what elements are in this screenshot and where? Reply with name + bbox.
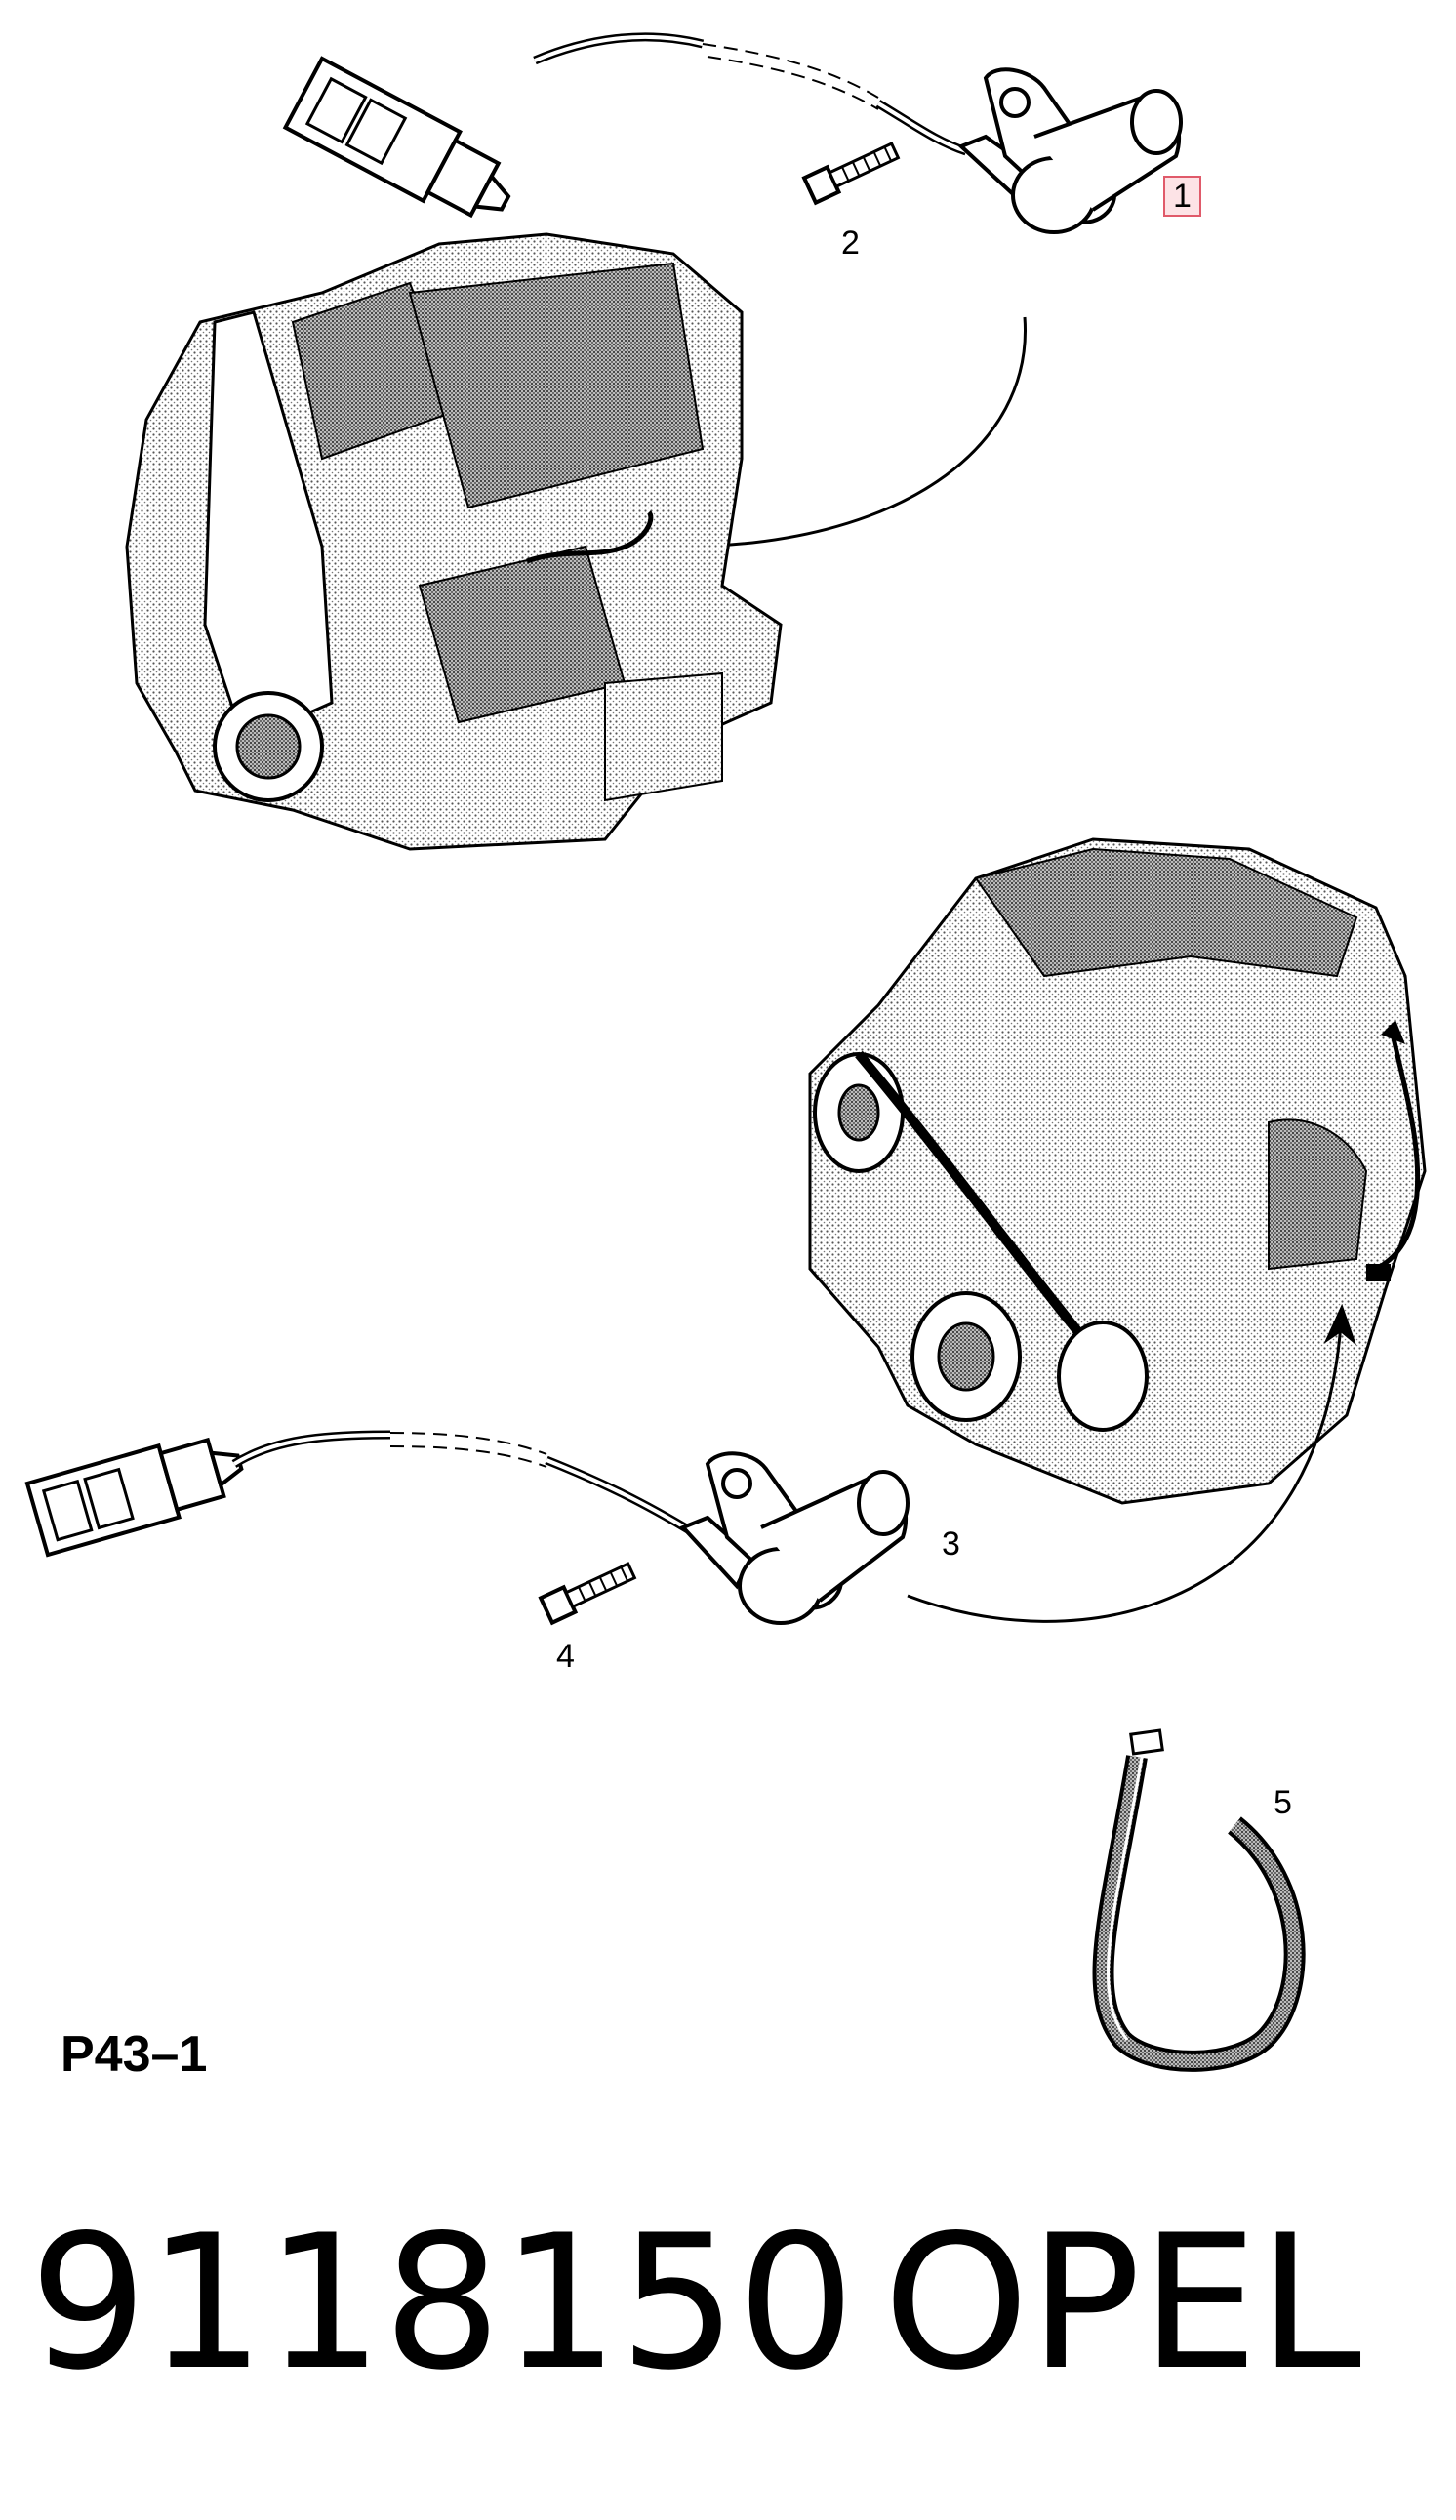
callout-3[interactable]: 3 <box>942 1525 960 1563</box>
connector-plug-3 <box>24 1437 244 1558</box>
sensor-assembly-1 <box>282 32 1183 563</box>
brand-name: OPEL <box>883 2195 1362 2411</box>
engine-illustration-1 <box>125 232 783 851</box>
part-number: 9118150 <box>29 2195 856 2411</box>
crankshaft-sensor-1 <box>957 67 1183 234</box>
connector-plug-1 <box>282 56 511 219</box>
callout-4[interactable]: 4 <box>556 1638 575 1675</box>
figure-code: P43–1 <box>61 2026 208 2083</box>
crankshaft-sensor-3 <box>679 1451 910 1625</box>
bolt-4 <box>538 1562 637 1626</box>
callout-5[interactable]: 5 <box>1274 1784 1292 1821</box>
callout-1[interactable]: 1 <box>1163 176 1201 217</box>
engine-illustration-2 <box>808 837 1427 1505</box>
sensor-assembly-3 <box>24 1303 1356 1626</box>
bolt-2 <box>801 142 901 206</box>
callout-2[interactable]: 2 <box>841 224 860 262</box>
cable-tie-5 <box>1092 1728 1306 2072</box>
